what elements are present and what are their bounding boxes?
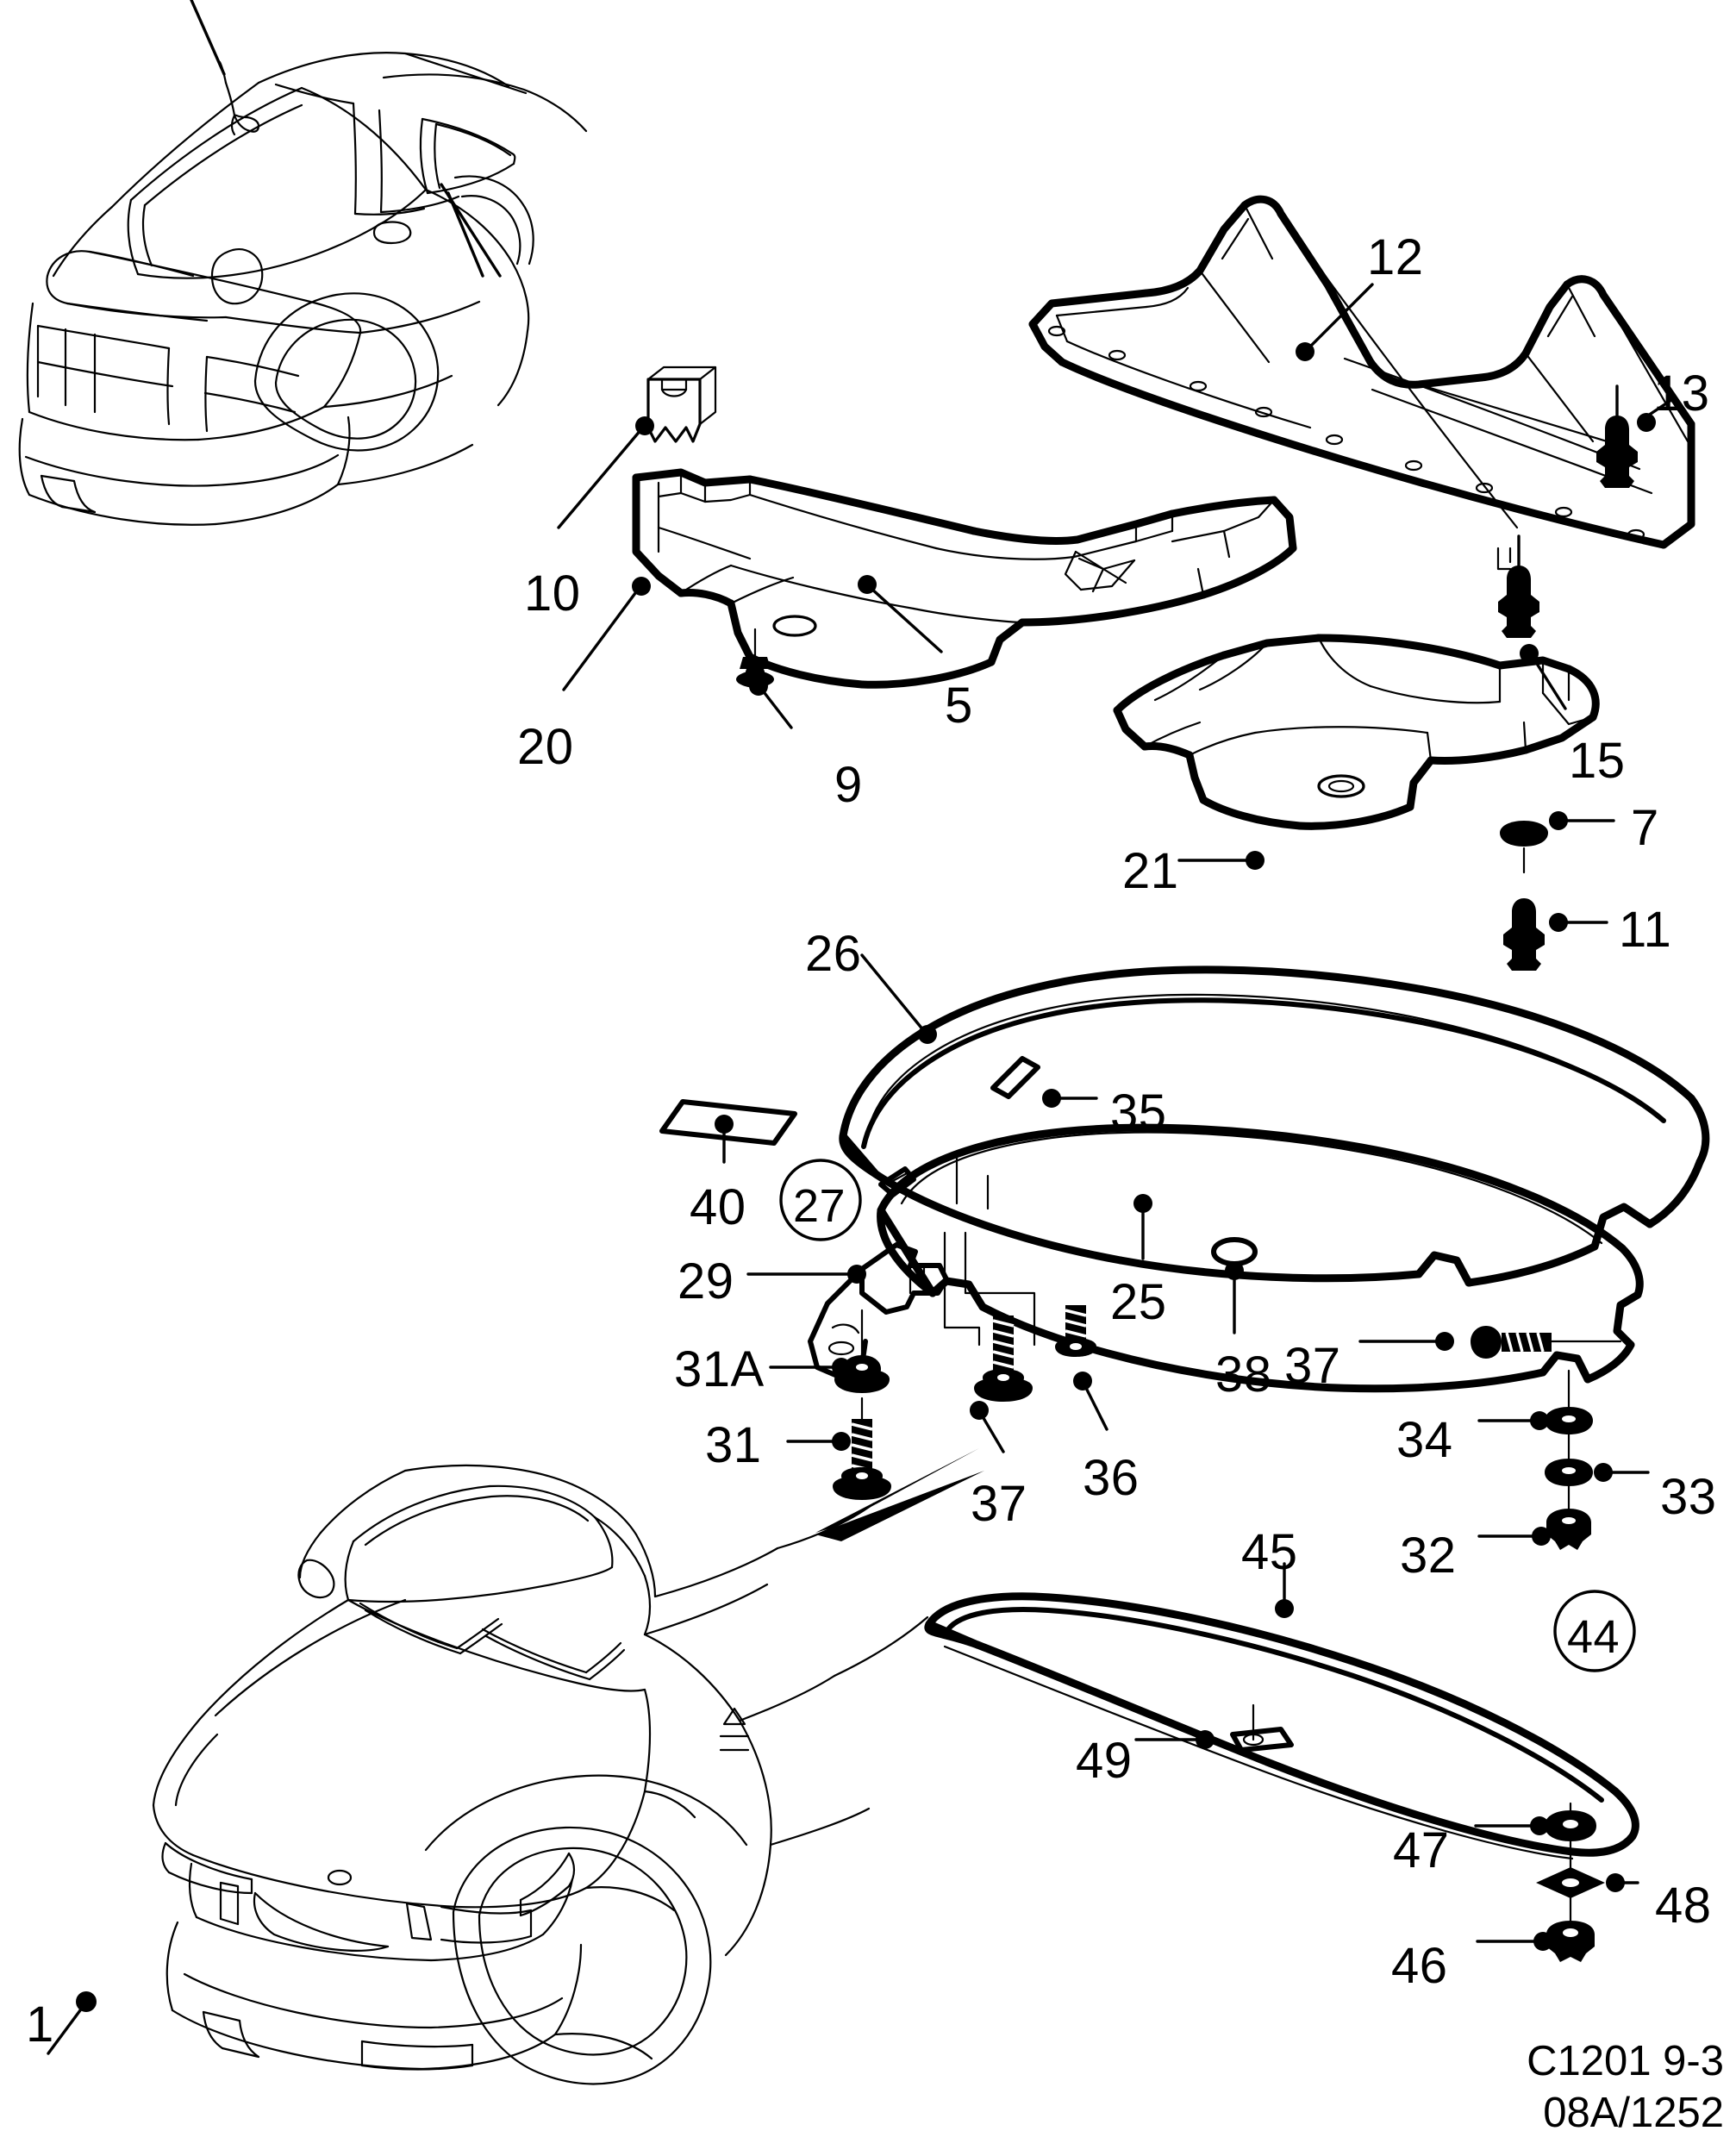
push-pin-clip-15: [1498, 534, 1539, 638]
saab-9-3-front-three-quarter-view: [47, 1464, 929, 2085]
fasteners-right-column: [1358, 1326, 1650, 1550]
rear-spoiler-upper-wing: [839, 953, 1710, 1287]
callout-35: 35: [1110, 1084, 1167, 1140]
callout-46: 46: [1391, 1938, 1448, 1994]
callout-36: 36: [1083, 1450, 1140, 1506]
parcel-shelf-panel-left: [632, 468, 1297, 689]
callout-45: 45: [1241, 1524, 1298, 1580]
bolt-9: [736, 628, 793, 729]
drawing-reference-line1: C1201 9-3: [1527, 2038, 1724, 2084]
callout-13: 13: [1653, 366, 1710, 422]
drawing-reference-line2: 08A/1252: [1543, 2089, 1724, 2131]
callout-20: 20: [517, 719, 574, 775]
callout-5: 5: [945, 678, 973, 734]
callout-26: 26: [805, 926, 862, 982]
callout-32: 32: [1400, 1528, 1457, 1584]
callout-40: 40: [690, 1179, 746, 1235]
callout-11: 11: [1619, 902, 1672, 958]
retainer-clip-10: [557, 366, 717, 529]
callout-49: 49: [1076, 1733, 1133, 1789]
callout-21: 21: [1122, 843, 1179, 899]
callout-10: 10: [524, 566, 581, 622]
callout-31a: 31A: [674, 1341, 765, 1397]
leader-5: [858, 575, 943, 653]
callout-34: 34: [1396, 1412, 1453, 1468]
tailgate-trim-spoiler-45: [924, 1562, 1639, 1860]
callout-29: 29: [678, 1253, 734, 1309]
callout-38: 38: [1215, 1347, 1272, 1403]
reference-circle-27: [779, 1159, 862, 1241]
reference-circle-44: [1553, 1590, 1636, 1672]
adhesive-pad-40: [659, 1099, 797, 1164]
parcel-shelf-panel-right: [1113, 634, 1600, 870]
clip-nut-7: [1500, 811, 1615, 874]
callout-37-left: 37: [971, 1476, 1027, 1532]
callout-31: 31: [705, 1417, 762, 1473]
callout-25: 25: [1110, 1274, 1167, 1330]
callout-48: 48: [1655, 1878, 1712, 1934]
rear-spoiler-lower-blade: [877, 1123, 1644, 1393]
callout-1: 1: [26, 1997, 54, 2053]
callout-44: 44: [1567, 1611, 1620, 1663]
callout-27: 27: [793, 1180, 846, 1232]
rear-shelf-reinforcement-beam: [1028, 195, 1695, 571]
leader-15: [1520, 644, 1567, 710]
leader-13: [1637, 397, 1676, 432]
callout-15: 15: [1569, 733, 1626, 789]
callout-7: 7: [1631, 800, 1659, 856]
saab-9-3-rear-three-quarter-view: [18, 0, 588, 526]
callout-47: 47: [1393, 1822, 1450, 1878]
callout-33: 33: [1660, 1469, 1717, 1525]
push-pin-clip-11: [1503, 898, 1608, 971]
drawing-reference: C1201 9-3 08A/1252: [1362, 2036, 1724, 2131]
spoiler-support-bracket-29: [746, 1242, 949, 1380]
leader-20: [562, 577, 651, 691]
push-pin-clip-13: [1596, 384, 1638, 488]
callout-9: 9: [834, 757, 863, 813]
fasteners-bottom-stack: [1474, 1802, 1639, 1962]
fasteners-left-column: [769, 1305, 1108, 1541]
callout-37-right: 37: [1284, 1338, 1341, 1394]
leader-12: [1296, 283, 1374, 361]
callout-12: 12: [1367, 229, 1424, 285]
